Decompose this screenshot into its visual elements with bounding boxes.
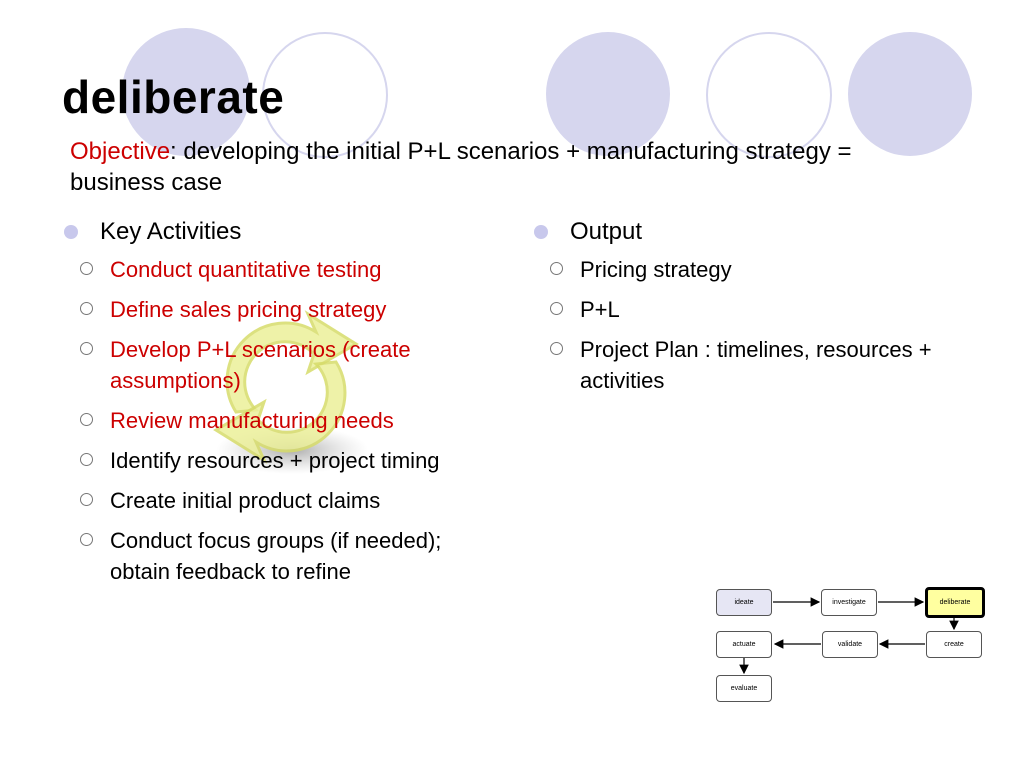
list-item: Define sales pricing strategy: [62, 294, 502, 325]
flow-node-actuate: actuate: [716, 631, 772, 658]
ring-bullet-icon: [550, 302, 563, 315]
key-activities-list: Conduct quantitative testing Define sale…: [62, 254, 502, 587]
objective-line: Objective: developing the initial P+L sc…: [70, 136, 950, 198]
ring-bullet-icon: [550, 262, 563, 275]
output-heading: Output: [532, 216, 932, 248]
bullet-icon: [534, 225, 548, 239]
list-item: Create initial product claims: [62, 485, 502, 516]
list-item: Conduct quantitative testing: [62, 254, 502, 285]
recycle-arrows-icon: [213, 310, 368, 474]
key-activities-column: Key Activities Conduct quantitative test…: [62, 216, 502, 596]
objective-label: Objective: [70, 138, 171, 165]
flow-node-deliberate: deliberate: [925, 587, 985, 618]
decor-circle-2: [262, 32, 388, 158]
output-list: Pricing strategy P+L Project Plan : time…: [532, 254, 932, 396]
flow-node-validate: validate: [822, 631, 878, 658]
list-item: Identify resources + project timing: [62, 445, 502, 476]
decor-circle-3: [546, 32, 670, 156]
flow-connectors: [739, 597, 959, 675]
flow-node-evaluate: evaluate: [716, 675, 772, 702]
output-column: Output Pricing strategy P+L Project Plan…: [532, 216, 932, 405]
ring-bullet-icon: [80, 453, 93, 466]
process-flow-diagram: ideate investigate deliberate create val…: [700, 580, 1000, 710]
slide-title: deliberate: [62, 71, 285, 123]
ring-bullet-icon: [550, 342, 563, 355]
list-item: Project Plan : timelines, resources + ac…: [532, 334, 932, 396]
list-item: Review manufacturing needs: [62, 405, 502, 436]
ring-bullet-icon: [80, 342, 93, 355]
decor-circle-5: [848, 32, 972, 156]
list-item: Develop P+L scenarios (create assumption…: [62, 334, 502, 396]
list-item: Pricing strategy: [532, 254, 932, 285]
decor-circle-1: [122, 28, 250, 156]
flow-node-create: create: [926, 631, 982, 658]
key-activities-heading: Key Activities: [62, 216, 502, 248]
ring-bullet-icon: [80, 493, 93, 506]
ring-bullet-icon: [80, 533, 93, 546]
list-item: Conduct focus groups (if needed); obtain…: [62, 525, 502, 587]
ring-bullet-icon: [80, 413, 93, 426]
flow-node-ideate: ideate: [716, 589, 772, 616]
ring-bullet-icon: [80, 262, 93, 275]
list-item: P+L: [532, 294, 932, 325]
decor-circle-4: [706, 32, 832, 158]
ring-bullet-icon: [80, 302, 93, 315]
flow-node-investigate: investigate: [821, 589, 877, 616]
bullet-icon: [64, 225, 78, 239]
objective-text: : developing the initial P+L scenarios +…: [70, 138, 852, 196]
